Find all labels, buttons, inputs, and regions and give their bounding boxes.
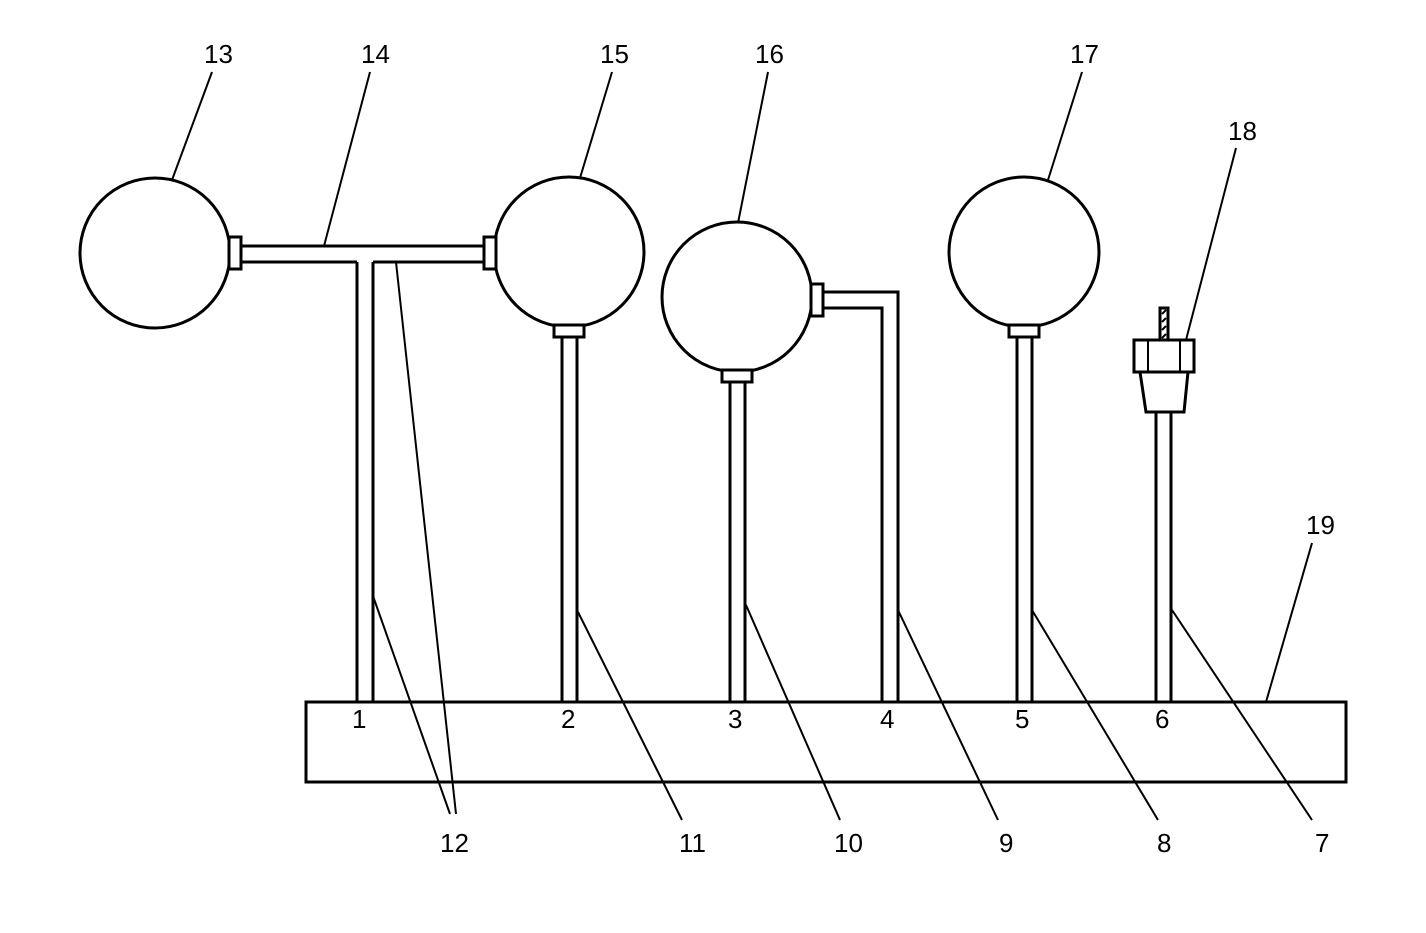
hose-12 [240, 244, 486, 702]
port-label-5: 5 [1015, 704, 1029, 734]
port-label-3: 3 [728, 704, 742, 734]
manifold-block [304, 700, 1348, 784]
callout-13: 13 [204, 39, 233, 69]
port-labels: 1 2 3 4 5 6 [352, 704, 1169, 734]
callout-15: 15 [600, 39, 629, 69]
callout-8: 8 [1157, 828, 1171, 858]
hose-7 [1154, 412, 1173, 702]
leader-lines [171, 71, 1313, 821]
callout-18: 18 [1228, 116, 1257, 146]
callout-numbers: 13 14 15 16 17 18 19 12 11 10 9 8 7 [204, 39, 1335, 858]
hose-10 [728, 380, 747, 702]
callout-16: 16 [755, 39, 784, 69]
callout-10: 10 [834, 828, 863, 858]
reservoir-13 [78, 176, 243, 330]
port-label-2: 2 [561, 704, 575, 734]
fitting-18 [1132, 306, 1196, 414]
callout-9: 9 [999, 828, 1013, 858]
hose-8 [1015, 336, 1034, 702]
reservoir-17 [947, 175, 1101, 339]
callout-12: 12 [440, 828, 469, 858]
port-label-6: 6 [1155, 704, 1169, 734]
callout-17: 17 [1070, 39, 1099, 69]
callout-19: 19 [1306, 510, 1335, 540]
port-label-1: 1 [352, 704, 366, 734]
hose-9 [822, 290, 900, 702]
callout-14: 14 [361, 39, 390, 69]
reservoir-16 [660, 220, 825, 384]
reservoir-15 [482, 175, 646, 339]
hose-11 [560, 336, 579, 702]
callout-7: 7 [1315, 828, 1329, 858]
callout-11: 11 [679, 828, 706, 858]
port-label-4: 4 [880, 704, 894, 734]
